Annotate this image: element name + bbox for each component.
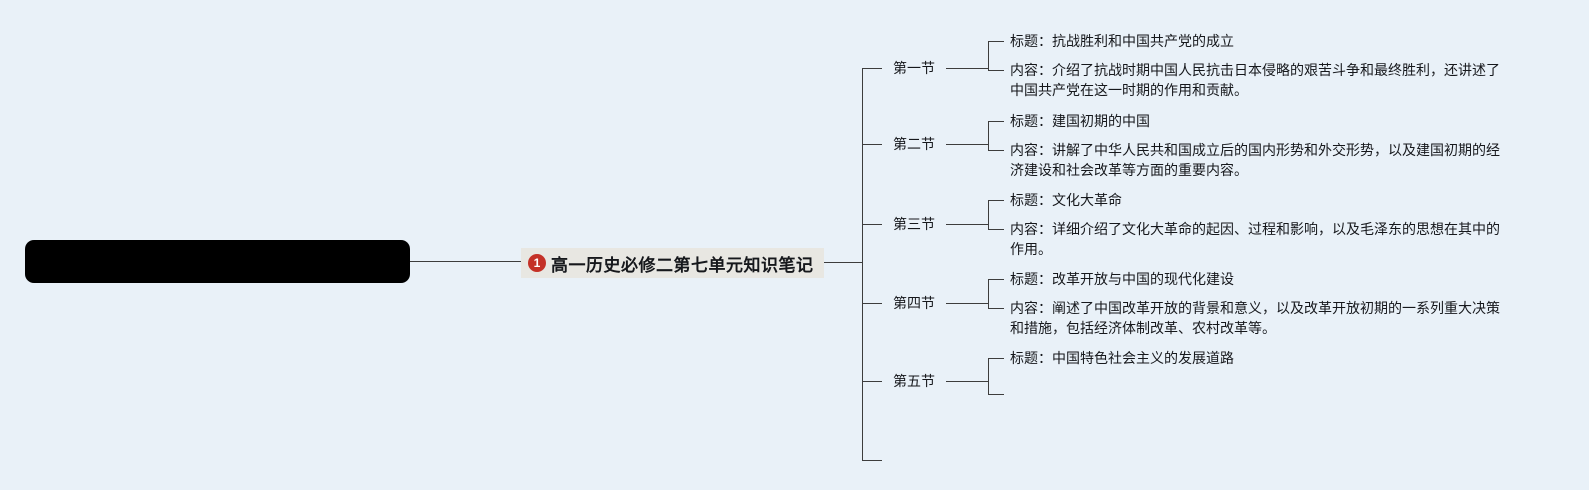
leaf-content-4[interactable]: 内容：阐述了中国改革开放的背景和意义，以及改革开放初期的一系列重大决策和措施，包… (1010, 300, 1500, 336)
spine-tick-bottom (862, 460, 882, 461)
priority-badge-icon: 1 (528, 254, 546, 272)
central-topic-node[interactable]: 1 高一历史必修二第七单元知识笔记 (521, 248, 824, 278)
leaf-tick-title (988, 358, 1004, 359)
section-node-2[interactable]: 第二节 (893, 136, 935, 152)
leaf-tick-title (988, 121, 1004, 122)
branch-spine (862, 68, 863, 460)
leaf-bracket (988, 358, 989, 394)
spine-tick (862, 303, 882, 304)
leaf-title-1[interactable]: 标题：抗战胜利和中国共产党的成立 (1010, 33, 1234, 49)
leaf-tick-empty (988, 394, 1004, 395)
section-connector (946, 144, 988, 145)
section-connector (946, 224, 988, 225)
connector-root-central (405, 261, 525, 262)
leaf-tick-content (988, 229, 1004, 230)
spine-tick (862, 68, 882, 69)
spine-tick (862, 144, 882, 145)
section-node-5[interactable]: 第五节 (893, 373, 935, 389)
leaf-tick-content (988, 308, 1004, 309)
leaf-tick-title (988, 279, 1004, 280)
leaf-title-4[interactable]: 标题：改革开放与中国的现代化建设 (1010, 271, 1234, 287)
leaf-bracket (988, 200, 989, 229)
connector-central-spine (805, 262, 862, 263)
leaf-tick-content (988, 150, 1004, 151)
section-connector (946, 68, 988, 69)
leaf-tick-title (988, 200, 1004, 201)
section-connector (946, 381, 988, 382)
spine-tick (862, 224, 882, 225)
section-node-1[interactable]: 第一节 (893, 60, 935, 76)
leaf-bracket (988, 41, 989, 71)
central-topic-label: 高一历史必修二第七单元知识笔记 (551, 255, 814, 275)
leaf-tick-content (988, 70, 1004, 71)
leaf-title-2[interactable]: 标题：建国初期的中国 (1010, 113, 1150, 129)
leaf-title-5[interactable]: 标题：中国特色社会主义的发展道路 (1010, 350, 1234, 366)
leaf-bracket (988, 279, 989, 308)
leaf-tick-title (988, 41, 1004, 42)
section-node-4[interactable]: 第四节 (893, 295, 935, 311)
leaf-content-3[interactable]: 内容：详细介绍了文化大革命的起因、过程和影响，以及毛泽东的思想在其中的作用。 (1010, 221, 1500, 257)
root-node[interactable] (25, 240, 410, 283)
spine-tick (862, 381, 882, 382)
section-node-3[interactable]: 第三节 (893, 216, 935, 232)
leaf-content-1[interactable]: 内容：介绍了抗战时期中国人民抗击日本侵略的艰苦斗争和最终胜利，还讲述了中国共产党… (1010, 62, 1500, 98)
section-connector (946, 303, 988, 304)
leaf-title-3[interactable]: 标题：文化大革命 (1010, 192, 1122, 208)
leaf-content-2[interactable]: 内容：讲解了中华人民共和国成立后的国内形势和外交形势，以及建国初期的经济建设和社… (1010, 142, 1500, 178)
leaf-bracket (988, 121, 989, 150)
